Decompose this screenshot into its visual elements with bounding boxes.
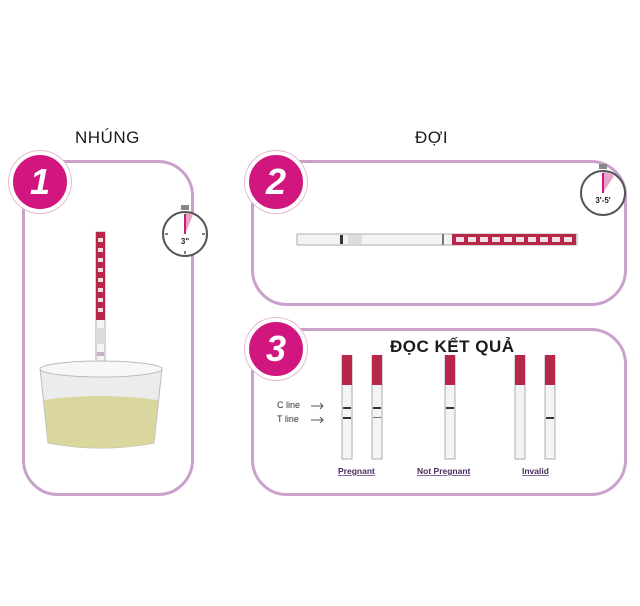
result-pregnant-label: Pregnant bbox=[338, 466, 375, 476]
step-1-title: NHÚNG bbox=[75, 128, 140, 147]
step-1-timer-label: 3" bbox=[180, 237, 190, 246]
stopwatch-icon bbox=[162, 205, 208, 257]
result-not-pregnant-label: Not Pregnant bbox=[417, 466, 471, 476]
step-2-title: ĐỢI bbox=[415, 128, 449, 147]
result-invalid-label: Invalid bbox=[522, 466, 549, 476]
test-strip-icon bbox=[296, 233, 578, 246]
step-2-timer-label: 3'-5' bbox=[595, 196, 611, 205]
stopwatch-icon bbox=[580, 164, 626, 216]
urine-cup-icon bbox=[39, 231, 163, 449]
step-1-number: 1 bbox=[9, 151, 71, 213]
step-3-title: ĐỌC KẾT QUẢ bbox=[390, 337, 515, 356]
t-line-label: T line bbox=[277, 414, 299, 424]
step-2-panel bbox=[251, 160, 627, 306]
result-strips bbox=[341, 355, 556, 460]
step-2-number: 2 bbox=[245, 151, 307, 213]
step-3-number: 3 bbox=[245, 318, 307, 380]
step-1-panel bbox=[22, 160, 194, 496]
step-3-panel bbox=[251, 328, 627, 496]
c-line-label: C line bbox=[277, 400, 301, 410]
arrow-icon bbox=[311, 403, 324, 423]
